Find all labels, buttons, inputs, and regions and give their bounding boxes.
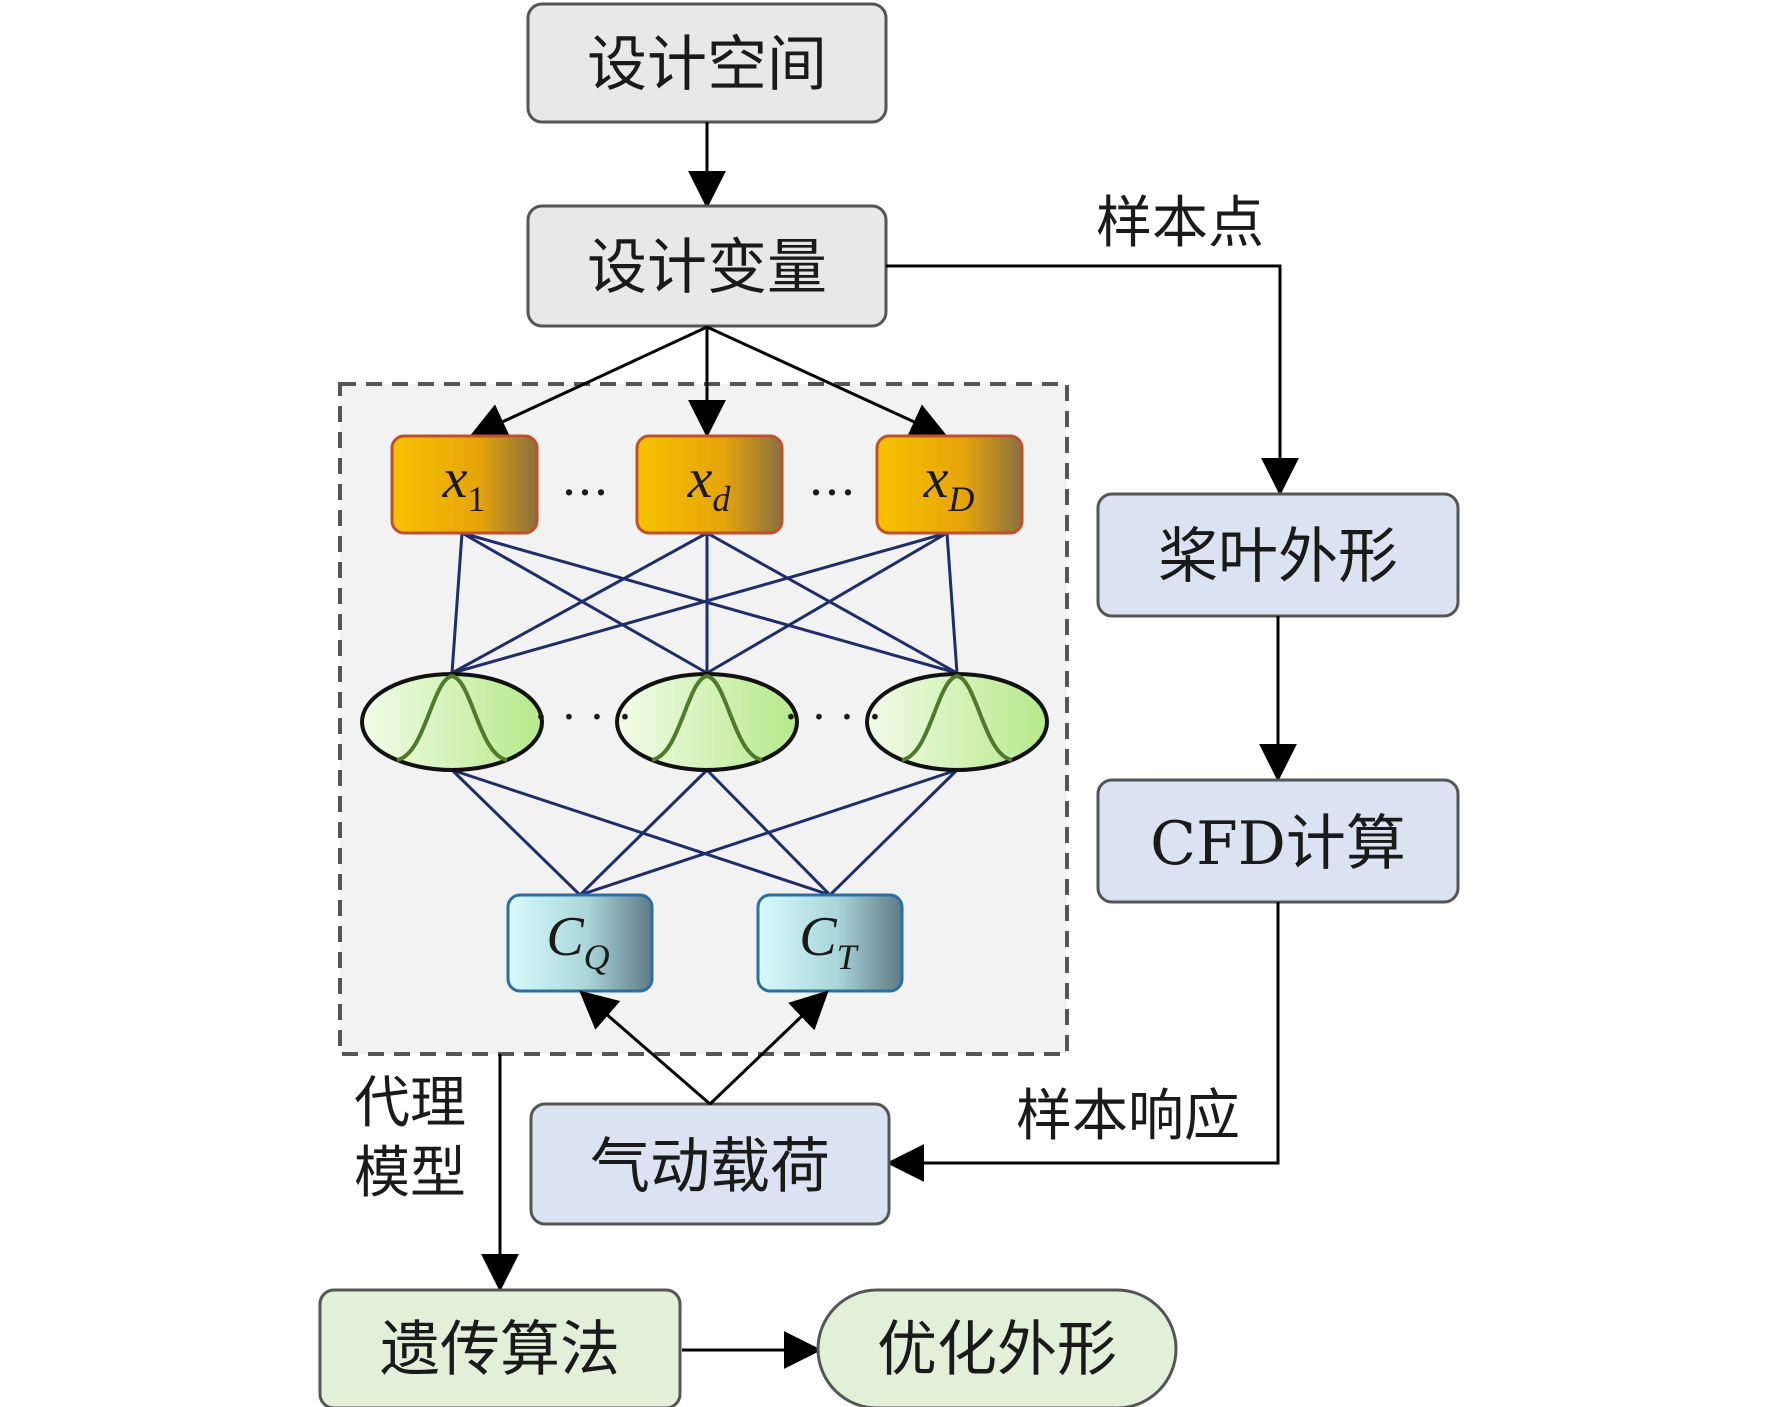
- cq-sub: Q: [584, 937, 610, 977]
- arrows-vars-to-inputs: [468, 325, 949, 440]
- svg-text:CT: CT: [799, 906, 859, 977]
- ct-sub: T: [837, 937, 860, 977]
- sample-response-label: 样本响应: [1016, 1084, 1240, 1149]
- hidden-node-1: [360, 672, 544, 772]
- hidden-node-3: [865, 672, 1049, 772]
- svg-text:x1: x1: [442, 448, 486, 519]
- xd-sub: d: [712, 479, 731, 519]
- aero-load-label: 气动载荷: [590, 1132, 830, 1202]
- arrow-cfd-to-aero: [886, 902, 1280, 1182]
- genetic-algorithm-box: 遗传算法: [318, 1288, 682, 1407]
- input-ellipsis-1: …: [561, 451, 609, 507]
- design-space-label: 设计空间: [587, 30, 827, 100]
- output-node-cq: CQ: [506, 893, 654, 993]
- cfd-box: CFD计算: [1096, 778, 1460, 904]
- xD-main: x: [923, 448, 949, 510]
- x1-main: x: [442, 448, 468, 510]
- blade-shape-box: 桨叶外形: [1096, 492, 1460, 618]
- arrows-aero-to-outputs: [579, 990, 829, 1106]
- blade-shape-label: 桨叶外形: [1158, 522, 1398, 592]
- design-space-box: 设计空间: [526, 2, 888, 124]
- xD-sub: D: [947, 479, 974, 519]
- hidden-ellipsis-2: · · · ·: [784, 692, 882, 743]
- design-vars-label: 设计变量: [587, 233, 827, 303]
- xd-main: x: [687, 448, 713, 510]
- optimized-shape-box: 优化外形: [816, 1288, 1178, 1407]
- svg-text:xd: xd: [687, 448, 732, 519]
- genetic-algorithm-label: 遗传算法: [380, 1315, 620, 1385]
- surrogate-label-line1: 代理: [354, 1071, 466, 1136]
- ct-main: C: [799, 906, 837, 968]
- hidden-output-connections: [450, 768, 959, 897]
- cfd-label: CFD计算: [1150, 809, 1406, 879]
- input-node-xd: xd: [635, 434, 784, 535]
- input-ellipsis-2: …: [808, 451, 856, 507]
- aero-load-box: 气动载荷: [529, 1102, 891, 1226]
- hidden-ellipsis-1: · · · ·: [534, 692, 632, 743]
- input-node-xD: xD: [875, 434, 1024, 535]
- output-node-ct: CT: [756, 893, 904, 993]
- arrow-vars-to-blade: [886, 264, 1299, 496]
- svg-text:xD: xD: [923, 448, 975, 519]
- hidden-node-2: [615, 672, 799, 772]
- cq-main: C: [546, 906, 584, 968]
- input-hidden-connections: [450, 531, 959, 675]
- design-vars-box: 设计变量: [526, 204, 888, 328]
- x1-sub: 1: [467, 479, 485, 519]
- input-node-x1: x1: [390, 434, 539, 535]
- sample-points-label: 样本点: [1096, 191, 1264, 256]
- surrogate-label-line2: 模型: [354, 1141, 466, 1206]
- optimized-shape-label: 优化外形: [877, 1315, 1117, 1385]
- svg-text:CQ: CQ: [546, 906, 609, 977]
